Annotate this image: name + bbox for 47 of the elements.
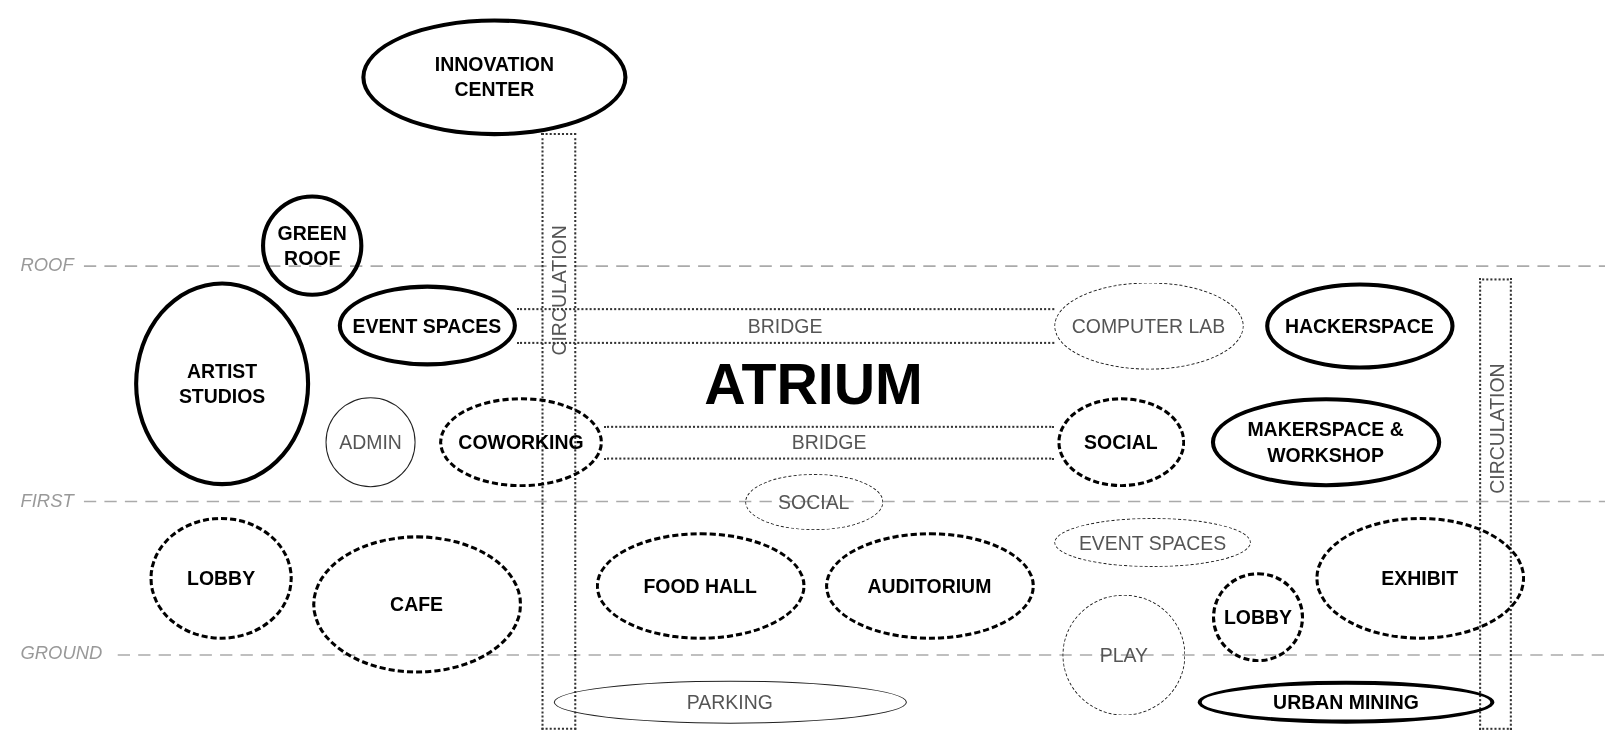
bridge-band — [603, 425, 1055, 460]
space-bubble — [1211, 572, 1305, 663]
space-bubble — [149, 516, 293, 640]
space-label: ADMIN — [339, 430, 402, 455]
space-bubble — [261, 194, 364, 297]
space-label: EXHIBIT — [1381, 566, 1459, 592]
bridge-label: BRIDGE — [747, 313, 823, 339]
space-bubble — [1056, 397, 1185, 488]
space-bubble — [337, 284, 517, 367]
circulation-label: CIRCULATION — [547, 225, 572, 356]
floor-label: ROOF — [20, 254, 74, 277]
floor-label: GROUND — [20, 642, 103, 665]
space-label: MAKERSPACE & WORKSHOP — [1246, 417, 1405, 468]
bridge-label: BRIDGE — [791, 430, 867, 455]
space-bubble — [595, 531, 806, 640]
space-bubble — [1197, 680, 1495, 724]
space-label: LOBBY — [187, 566, 256, 592]
space-bubble — [311, 534, 522, 673]
space-bubble — [361, 17, 628, 136]
space-bubble — [1210, 397, 1441, 488]
space-bubble — [1314, 516, 1525, 640]
space-label: EVENT SPACES — [352, 313, 502, 339]
space-label: AUDITORIUM — [867, 573, 992, 599]
space-label: PARKING — [686, 690, 773, 715]
space-label: CAFE — [390, 592, 444, 617]
space-label: SOCIAL — [1084, 430, 1158, 455]
space-label: PLAY — [1099, 643, 1149, 668]
space-label: EVENT SPACES — [1078, 530, 1227, 556]
space-bubble — [325, 397, 416, 488]
space-bubble — [134, 281, 311, 487]
circulation-strip — [1479, 277, 1512, 730]
space-label: COMPUTER LAB — [1071, 313, 1226, 339]
space-label: FOOD HALL — [643, 573, 757, 599]
floor-label: FIRST — [20, 490, 74, 512]
space-bubble — [824, 531, 1035, 640]
space-label: COWORKING — [458, 430, 584, 455]
space-label: ARTIST STUDIOS — [177, 359, 267, 410]
space-label: GREEN ROOF — [276, 221, 348, 272]
space-label: LOBBY — [1223, 605, 1293, 630]
space-label: SOCIAL — [778, 489, 850, 515]
space-bubble — [439, 397, 603, 488]
space-label: URBAN MINING — [1273, 690, 1419, 715]
space-label: INNOVATION CENTER — [433, 52, 555, 103]
space-label: HACKERSPACE — [1284, 313, 1434, 339]
atrium-label: ATRIUM — [704, 353, 923, 417]
space-bubble — [1264, 282, 1454, 369]
circulation-label: CIRCULATION — [1485, 363, 1509, 494]
